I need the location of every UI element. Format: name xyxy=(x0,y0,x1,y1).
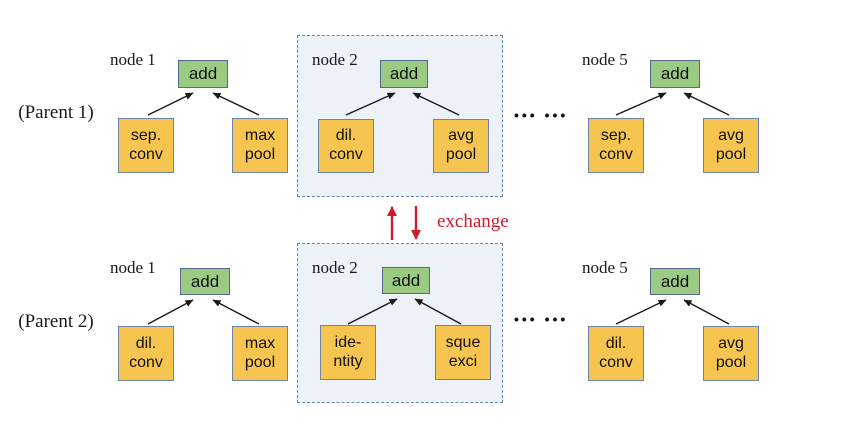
op-label: avg xyxy=(718,334,744,352)
op-label: conv xyxy=(599,353,633,371)
node-label: node 2 xyxy=(312,50,358,69)
edge-arrow xyxy=(615,299,667,325)
op-box: sque exci xyxy=(435,325,491,380)
op-box: dil. conv xyxy=(588,326,644,381)
edge-arrow xyxy=(683,299,730,325)
parent2-label: (Parent 2) xyxy=(18,311,94,332)
op-label: pool xyxy=(244,145,276,163)
edge-arrow xyxy=(615,92,667,116)
op-label: dil. xyxy=(605,334,627,352)
op-box: ide- ntity xyxy=(320,325,376,380)
op-box: sep. conv xyxy=(588,118,644,173)
edge-arrow xyxy=(212,92,260,116)
op-label: conv xyxy=(329,146,363,163)
parent1-label: (Parent 1) xyxy=(18,102,94,123)
op-box: avg pool xyxy=(433,119,489,173)
op-label: ntity xyxy=(333,352,363,370)
op-label: pool xyxy=(715,353,747,371)
op-label: conv xyxy=(599,145,633,163)
add-node-box: add xyxy=(178,60,228,88)
op-label: dil. xyxy=(135,334,157,352)
node-label: node 1 xyxy=(110,50,156,69)
node-label: node 5 xyxy=(582,50,628,69)
edge-arrow xyxy=(147,92,194,116)
op-label: avg xyxy=(718,126,744,144)
add-node-box: add xyxy=(382,267,430,294)
op-label: conv xyxy=(129,353,163,371)
edge-arrow xyxy=(683,92,730,116)
op-box: max pool xyxy=(232,326,288,381)
add-node-box: add xyxy=(650,60,700,88)
op-label: dil. xyxy=(335,127,357,145)
op-label: sep. xyxy=(130,126,162,144)
node-label: node 5 xyxy=(582,258,628,277)
op-label: ide- xyxy=(334,333,362,351)
add-node-box: add xyxy=(380,60,428,88)
op-label: avg xyxy=(448,127,474,145)
exchange-label: exchange xyxy=(437,211,509,232)
op-label: sque xyxy=(445,333,481,351)
add-node-box: add xyxy=(650,268,700,295)
ellipsis: ••• ••• xyxy=(514,107,569,123)
op-box: dil. conv xyxy=(118,326,174,381)
op-box: avg pool xyxy=(703,326,759,381)
op-box: avg pool xyxy=(703,118,759,173)
op-label: max xyxy=(244,334,276,352)
op-label: sep. xyxy=(600,126,632,144)
op-label: pool xyxy=(244,353,276,371)
op-label: pool xyxy=(445,146,477,163)
op-label: max xyxy=(244,126,276,144)
op-box: dil. conv xyxy=(318,119,374,173)
op-label: exci xyxy=(448,352,478,370)
node-label: node 2 xyxy=(312,258,358,277)
op-box: max pool xyxy=(232,118,288,173)
node-label: node 1 xyxy=(110,258,156,277)
edge-arrow xyxy=(147,299,194,325)
ellipsis: ••• ••• xyxy=(514,311,569,327)
op-label: conv xyxy=(129,145,163,163)
op-box: sep. conv xyxy=(118,118,174,173)
edge-arrow xyxy=(212,299,260,325)
op-label: pool xyxy=(715,145,747,163)
add-node-box: add xyxy=(180,268,230,295)
